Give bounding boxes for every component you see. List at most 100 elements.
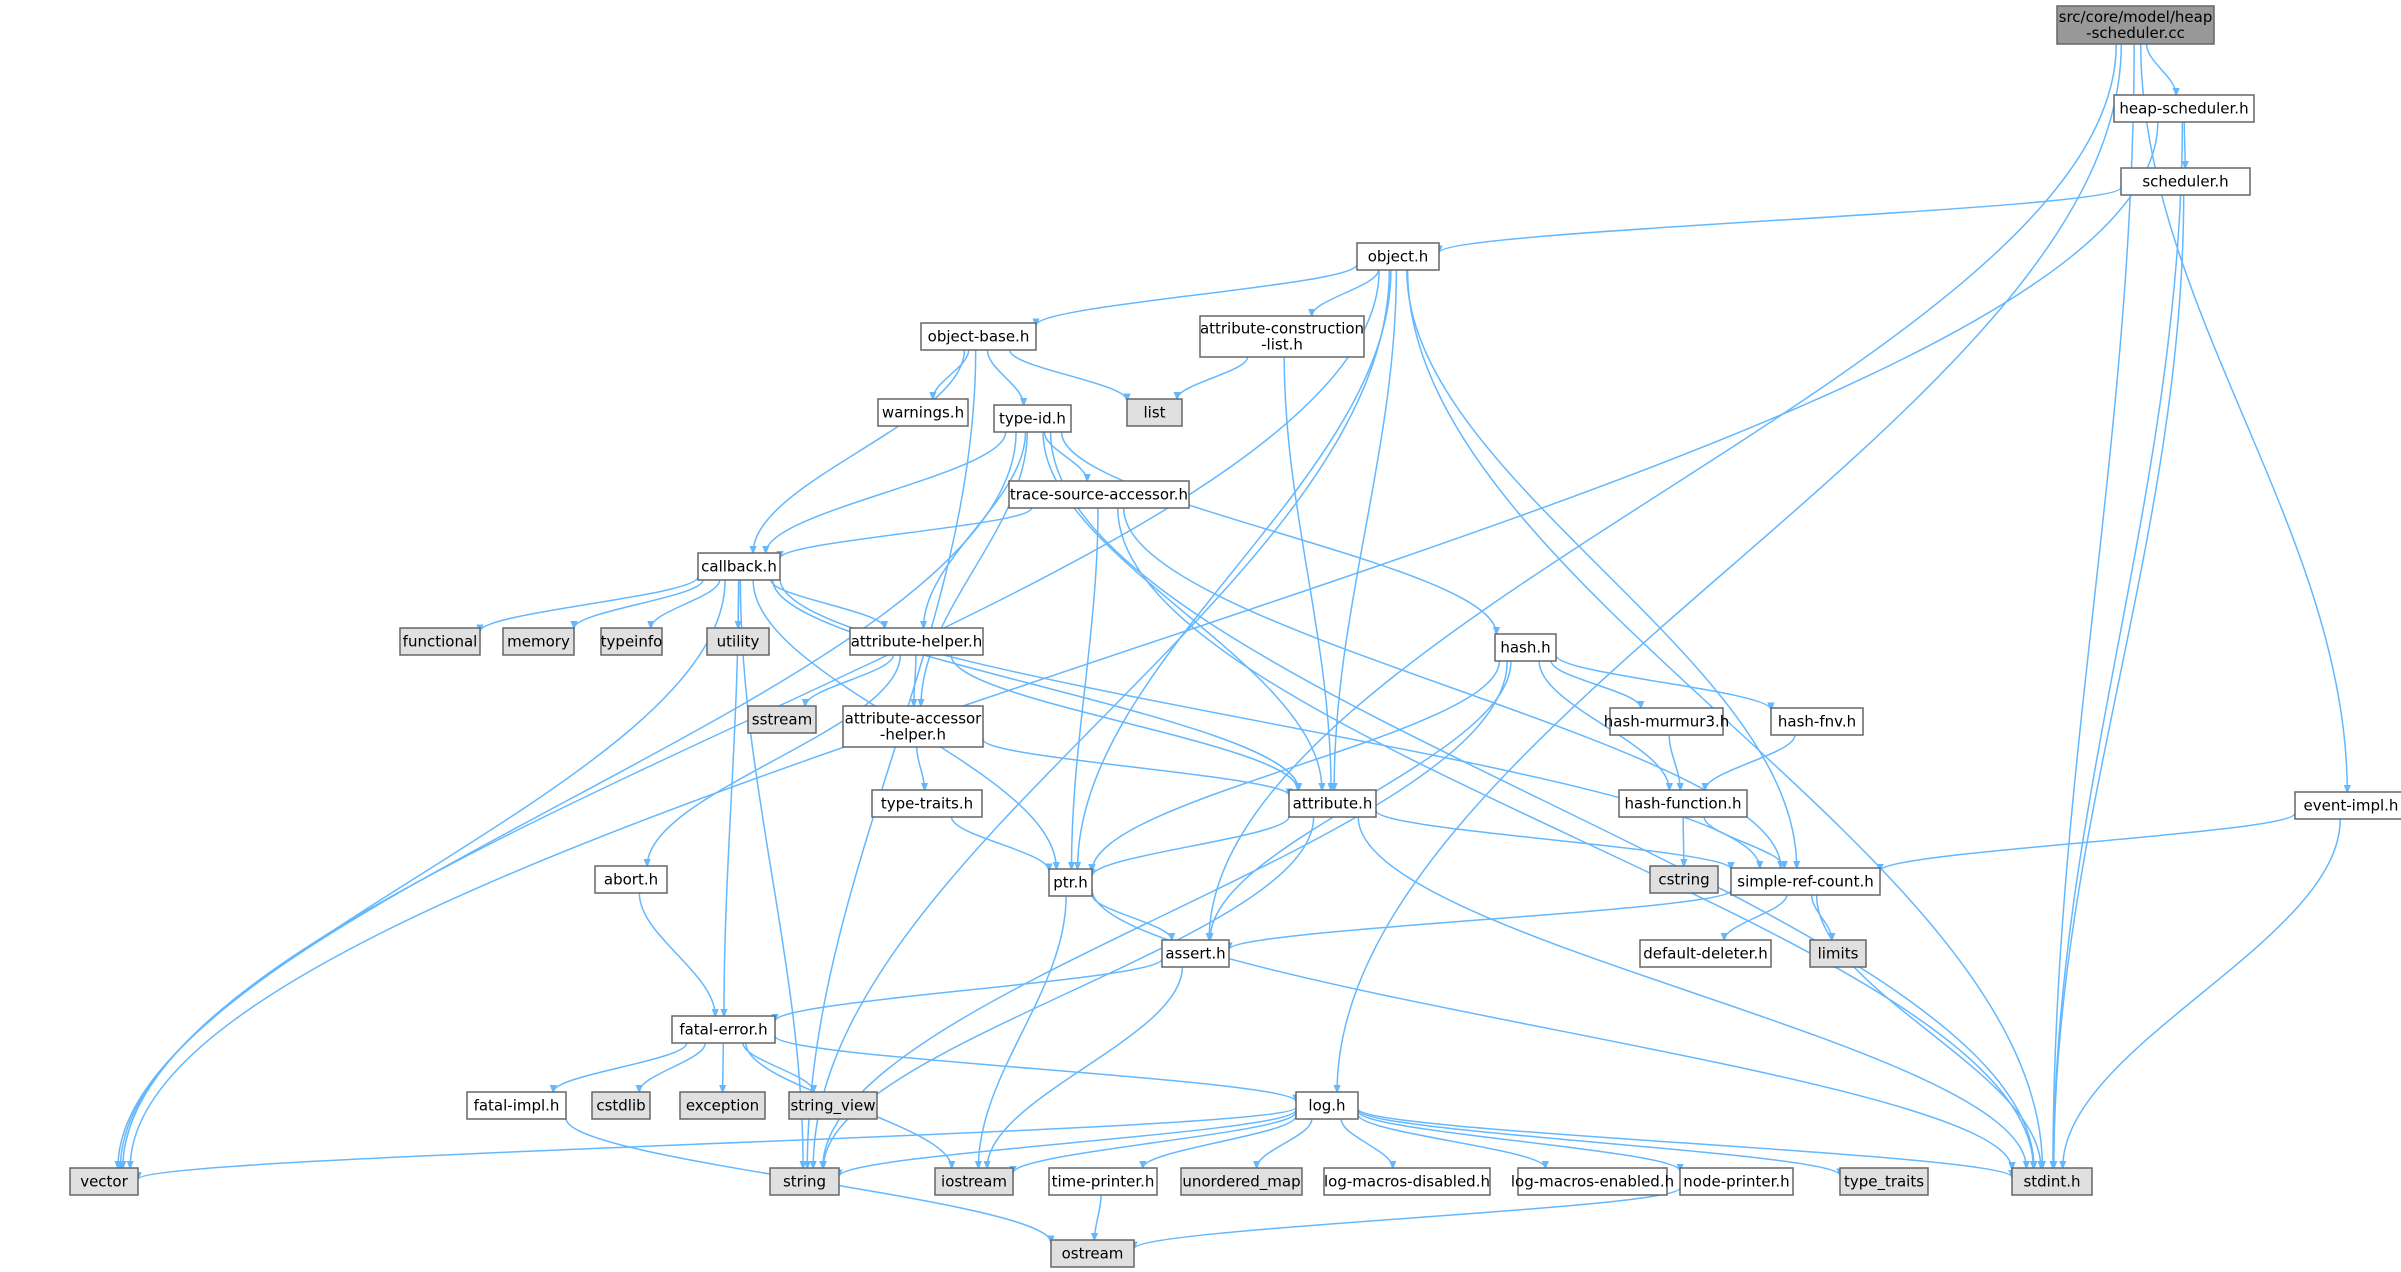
edge-heap_scheduler-to-stdint [2054,121,2184,1168]
edge-fatal_error-to-log [774,1035,1296,1102]
node-attribute[interactable]: attribute.h [1288,789,1377,818]
node-box [1770,707,1864,736]
node-warnings[interactable]: warnings.h [877,398,969,427]
node-fatal-error[interactable]: fatal-error.h [671,1015,776,1044]
node-box [788,1091,878,1120]
node-hash-function[interactable]: hash-function.h [1618,789,1748,818]
node-box [2294,791,2401,820]
node-assert[interactable]: assert.h [1161,939,1230,968]
node-box [1618,789,1748,818]
node-label: exception [686,1097,759,1115]
node-object[interactable]: object.h [1356,242,1440,271]
node-box [1126,398,1183,427]
node-root[interactable]: src/core/model/heap-scheduler.cc [2056,5,2215,45]
node-label: hash-function.h [1625,795,1742,813]
edge-attr_helper-to-abort [647,654,902,866]
edge-simple_ref-to-assert [1229,889,1732,949]
node-node-printer[interactable]: node-printer.h [1679,1167,1794,1196]
node-log-macros-en[interactable]: log-macros-enabled.h [1511,1167,1674,1196]
node-label: assert.h [1165,945,1225,963]
node-box [1679,1167,1794,1196]
node-iostream: iostream [934,1167,1014,1196]
node-ostream: ostream [1050,1239,1135,1268]
node-label: time-printer.h [1052,1173,1155,1191]
edge-object-to-simple_ref [1406,269,1797,868]
node-label: simple-ref-count.h [1737,873,1873,891]
node-typeinfo: typeinfo [600,627,663,656]
node-label: object-base.h [928,328,1030,346]
node-box [2011,1167,2093,1196]
node-label: attribute.h [1293,795,1373,813]
edge-type_id-to-callback [766,431,1007,553]
node-hash-fnv[interactable]: hash-fnv.h [1770,707,1864,736]
node-label: ostream [1062,1245,1124,1263]
node-ptr[interactable]: ptr.h [1048,868,1093,897]
edge-trace_source-to-stdint [1116,507,2034,1168]
node-label: cstdlib [596,1097,645,1115]
node-stdint: stdint.h [2011,1167,2093,1196]
node-exception: exception [679,1091,766,1120]
node-label: src/core/model/heap [2059,8,2213,26]
node-box [842,705,984,748]
node-box [1609,707,1724,736]
node-attr-accessor[interactable]: attribute-accessor-helper.h [842,705,984,748]
node-type-traits: type_traits [1839,1167,1929,1196]
edge-attr_helper-to-sstream [805,654,894,706]
node-label: fatal-error.h [679,1021,767,1039]
edge-log-to-node_printer [1357,1110,1680,1171]
node-type-traits-h[interactable]: type-traits.h [871,789,983,818]
node-box [1730,867,1881,896]
edge-log-to-time_printer [1143,1115,1297,1168]
edge-object-to-stdint [1406,269,2043,1168]
node-hash-murmur3[interactable]: hash-murmur3.h [1604,707,1730,736]
node-sstream: sstream [747,705,817,734]
node-label: log.h [1308,1097,1345,1115]
node-callback[interactable]: callback.h [697,552,781,581]
edge-hash-to-ptr [1092,660,1501,871]
node-box [671,1015,776,1044]
node-event-impl[interactable]: event-impl.h [2294,791,2401,820]
edge-callback-to-typeinfo [651,579,721,628]
edge-log-to-log_macros_en [1357,1114,1545,1168]
edge-attribute-to-ptr [1092,816,1290,876]
node-label: heap-scheduler.h [2119,100,2248,118]
node-log-macros-dis[interactable]: log-macros-disabled.h [1323,1167,1491,1196]
edge-object_base-to-callback [753,349,966,553]
node-attr-helper[interactable]: attribute-helper.h [849,627,984,656]
node-attr-constr[interactable]: attribute-construction-list.h [1199,315,1365,358]
node-box [594,865,668,894]
node-label: node-printer.h [1683,1173,1789,1191]
node-object-base[interactable]: object-base.h [920,322,1037,351]
edge-assert-to-fatal_error [775,958,1163,1021]
node-scheduler[interactable]: scheduler.h [2120,167,2251,196]
node-label: type_traits [1844,1173,1924,1192]
node-label: warnings.h [882,404,964,422]
node-box [1161,939,1230,968]
edge-object-to-attr_constr [1312,269,1380,316]
edge-attr_constr-to-list [1177,356,1249,399]
node-heap-scheduler[interactable]: heap-scheduler.h [2113,94,2255,123]
edge-fatal_error-to-exception [723,1042,724,1092]
node-log[interactable]: log.h [1295,1091,1359,1120]
node-abort[interactable]: abort.h [594,865,668,894]
node-box [993,404,1072,433]
node-unordered-map: unordered_map [1180,1167,1303,1196]
node-box [1839,1167,1929,1196]
edge-log-to-type_traits [1357,1109,1840,1176]
node-box [69,1167,139,1196]
node-trace-source[interactable]: trace-source-accessor.h [1008,480,1190,509]
node-time-printer[interactable]: time-printer.h [1048,1167,1158,1196]
node-label: log-macros-disabled.h [1324,1173,1490,1191]
edge-attr_accessor-to-attribute [982,738,1289,795]
node-utility: utility [706,627,770,656]
edge-callback-to-memory [574,579,704,628]
node-type-id[interactable]: type-id.h [993,404,1072,433]
node-label: memory [507,633,570,651]
node-box [1356,242,1440,271]
node-default-deleter[interactable]: default-deleter.h [1639,939,1772,968]
edge-callback-to-string [739,579,803,1168]
node-hash[interactable]: hash.h [1494,633,1557,662]
node-fatal-impl[interactable]: fatal-impl.h [466,1091,567,1120]
edge-hash_fnv-to-hash_function [1705,734,1796,790]
node-simple-ref[interactable]: simple-ref-count.h [1730,867,1881,896]
